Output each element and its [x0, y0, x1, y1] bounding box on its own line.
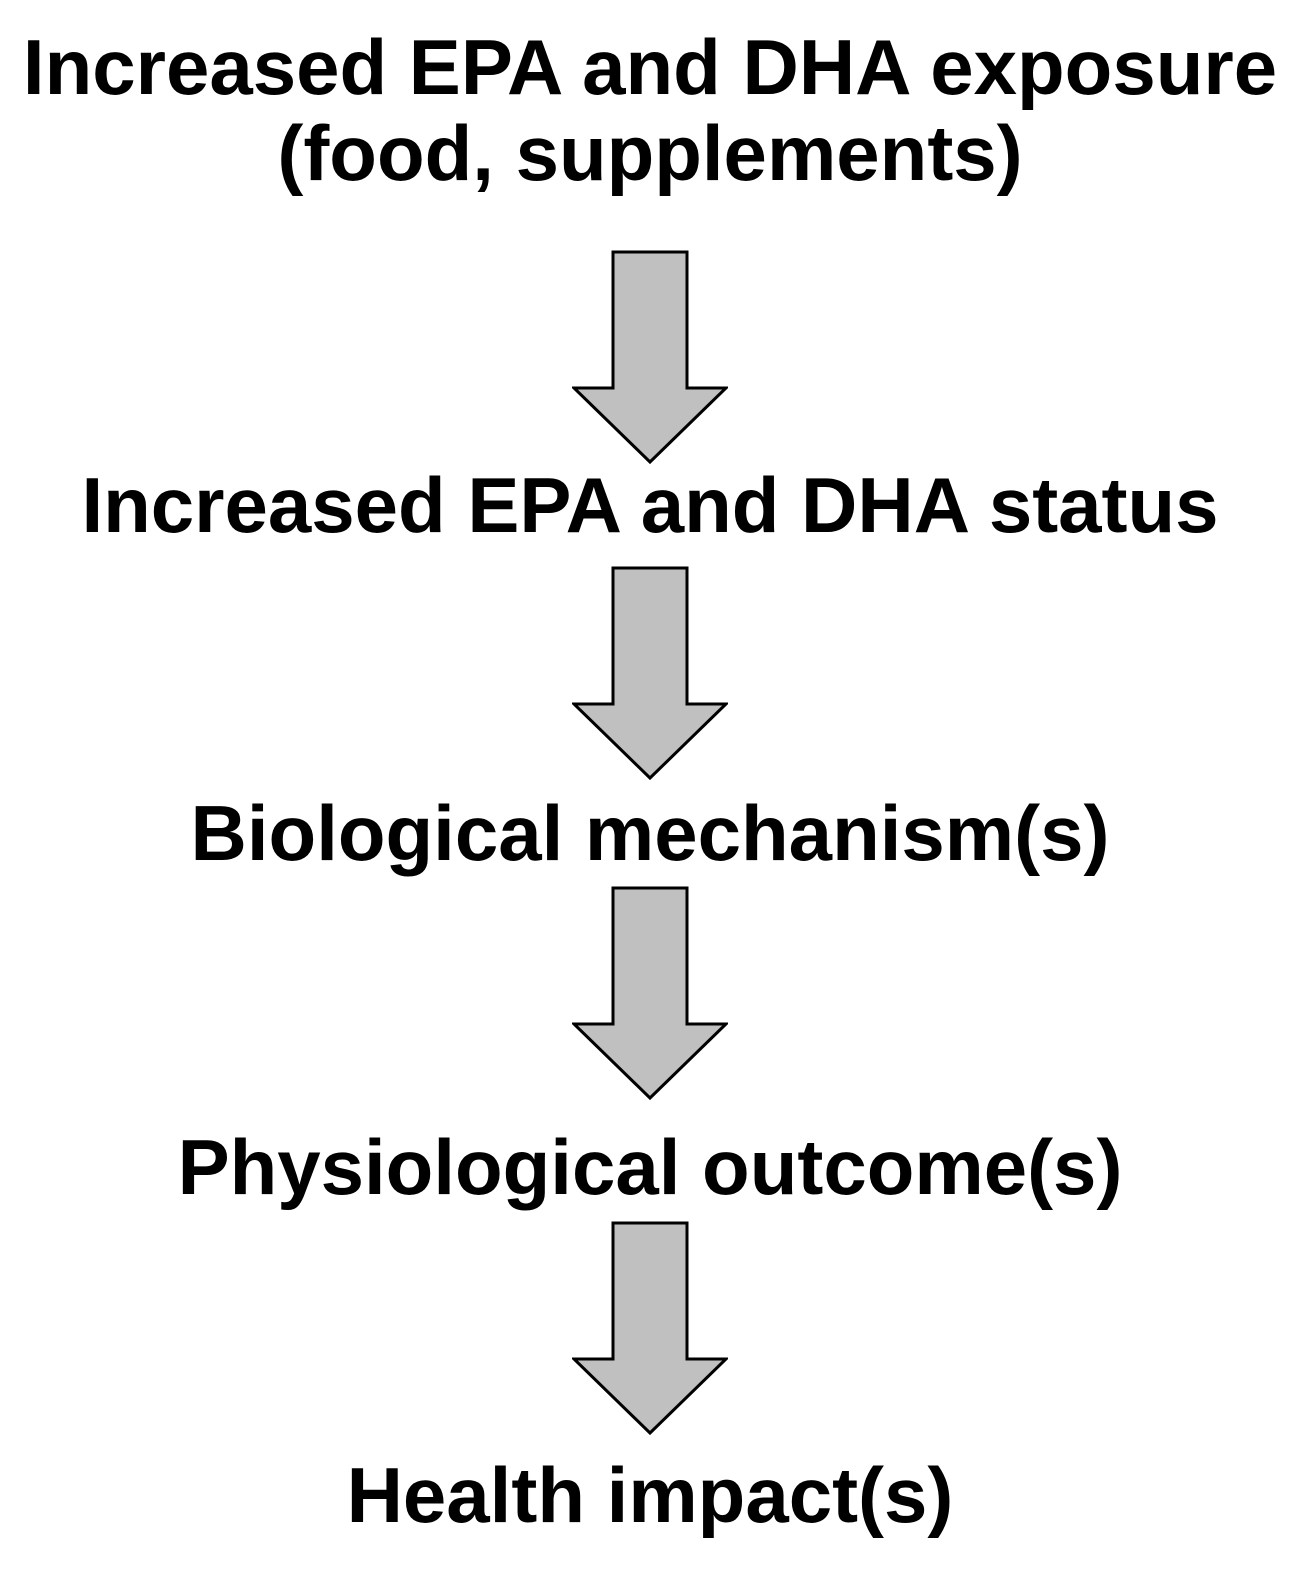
down-arrow-icon	[572, 250, 728, 465]
down-arrow-icon	[572, 1221, 728, 1436]
flow-step-mechanism: Biological mechanism(s)	[0, 790, 1300, 876]
down-arrow-icon	[572, 566, 728, 781]
step-text-line: Increased EPA and DHA exposure	[22, 23, 1278, 111]
step-text-line: Increased EPA and DHA status	[81, 461, 1219, 549]
down-arrow-icon	[572, 886, 728, 1101]
flow-step-status: Increased EPA and DHA status	[0, 462, 1300, 548]
flow-step-outcome: Physiological outcome(s)	[0, 1124, 1300, 1210]
step-text-line: Biological mechanism(s)	[190, 789, 1110, 877]
flow-step-exposure: Increased EPA and DHA exposure (food, su…	[0, 24, 1300, 196]
step-text-line: Health impact(s)	[346, 1451, 954, 1539]
step-text-line: Physiological outcome(s)	[177, 1123, 1123, 1211]
step-text-line: (food, supplements)	[277, 109, 1023, 197]
flow-step-health-impact: Health impact(s)	[0, 1452, 1300, 1538]
